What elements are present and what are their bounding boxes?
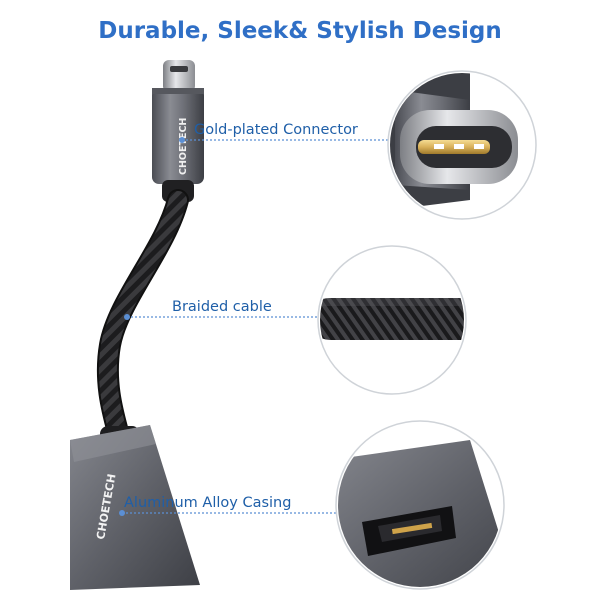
headline: Durable, Sleek& Stylish Design <box>98 18 502 44</box>
usb-c-plug <box>163 60 195 92</box>
braided-cable <box>96 189 189 443</box>
brand-label-top: CHOETECH <box>178 118 189 175</box>
zoom-circle-casing: HD <box>335 420 505 590</box>
callout-casing: Aluminum Alloy Casing <box>124 495 292 511</box>
zoom-circle-connector <box>387 70 537 220</box>
callout-cable: Braided cable <box>172 299 272 315</box>
callout-dot-connector <box>179 137 185 143</box>
callout-dot-casing <box>119 510 125 516</box>
zoom-circle-cable <box>317 245 467 395</box>
callout-connector: Gold-plated Connector <box>194 122 358 138</box>
callout-dot-cable <box>124 314 130 320</box>
usb-c-housing: CHOETECH <box>152 88 204 202</box>
callout-lines <box>122 139 392 514</box>
hdmi-housing: CHOETECH <box>70 425 200 590</box>
